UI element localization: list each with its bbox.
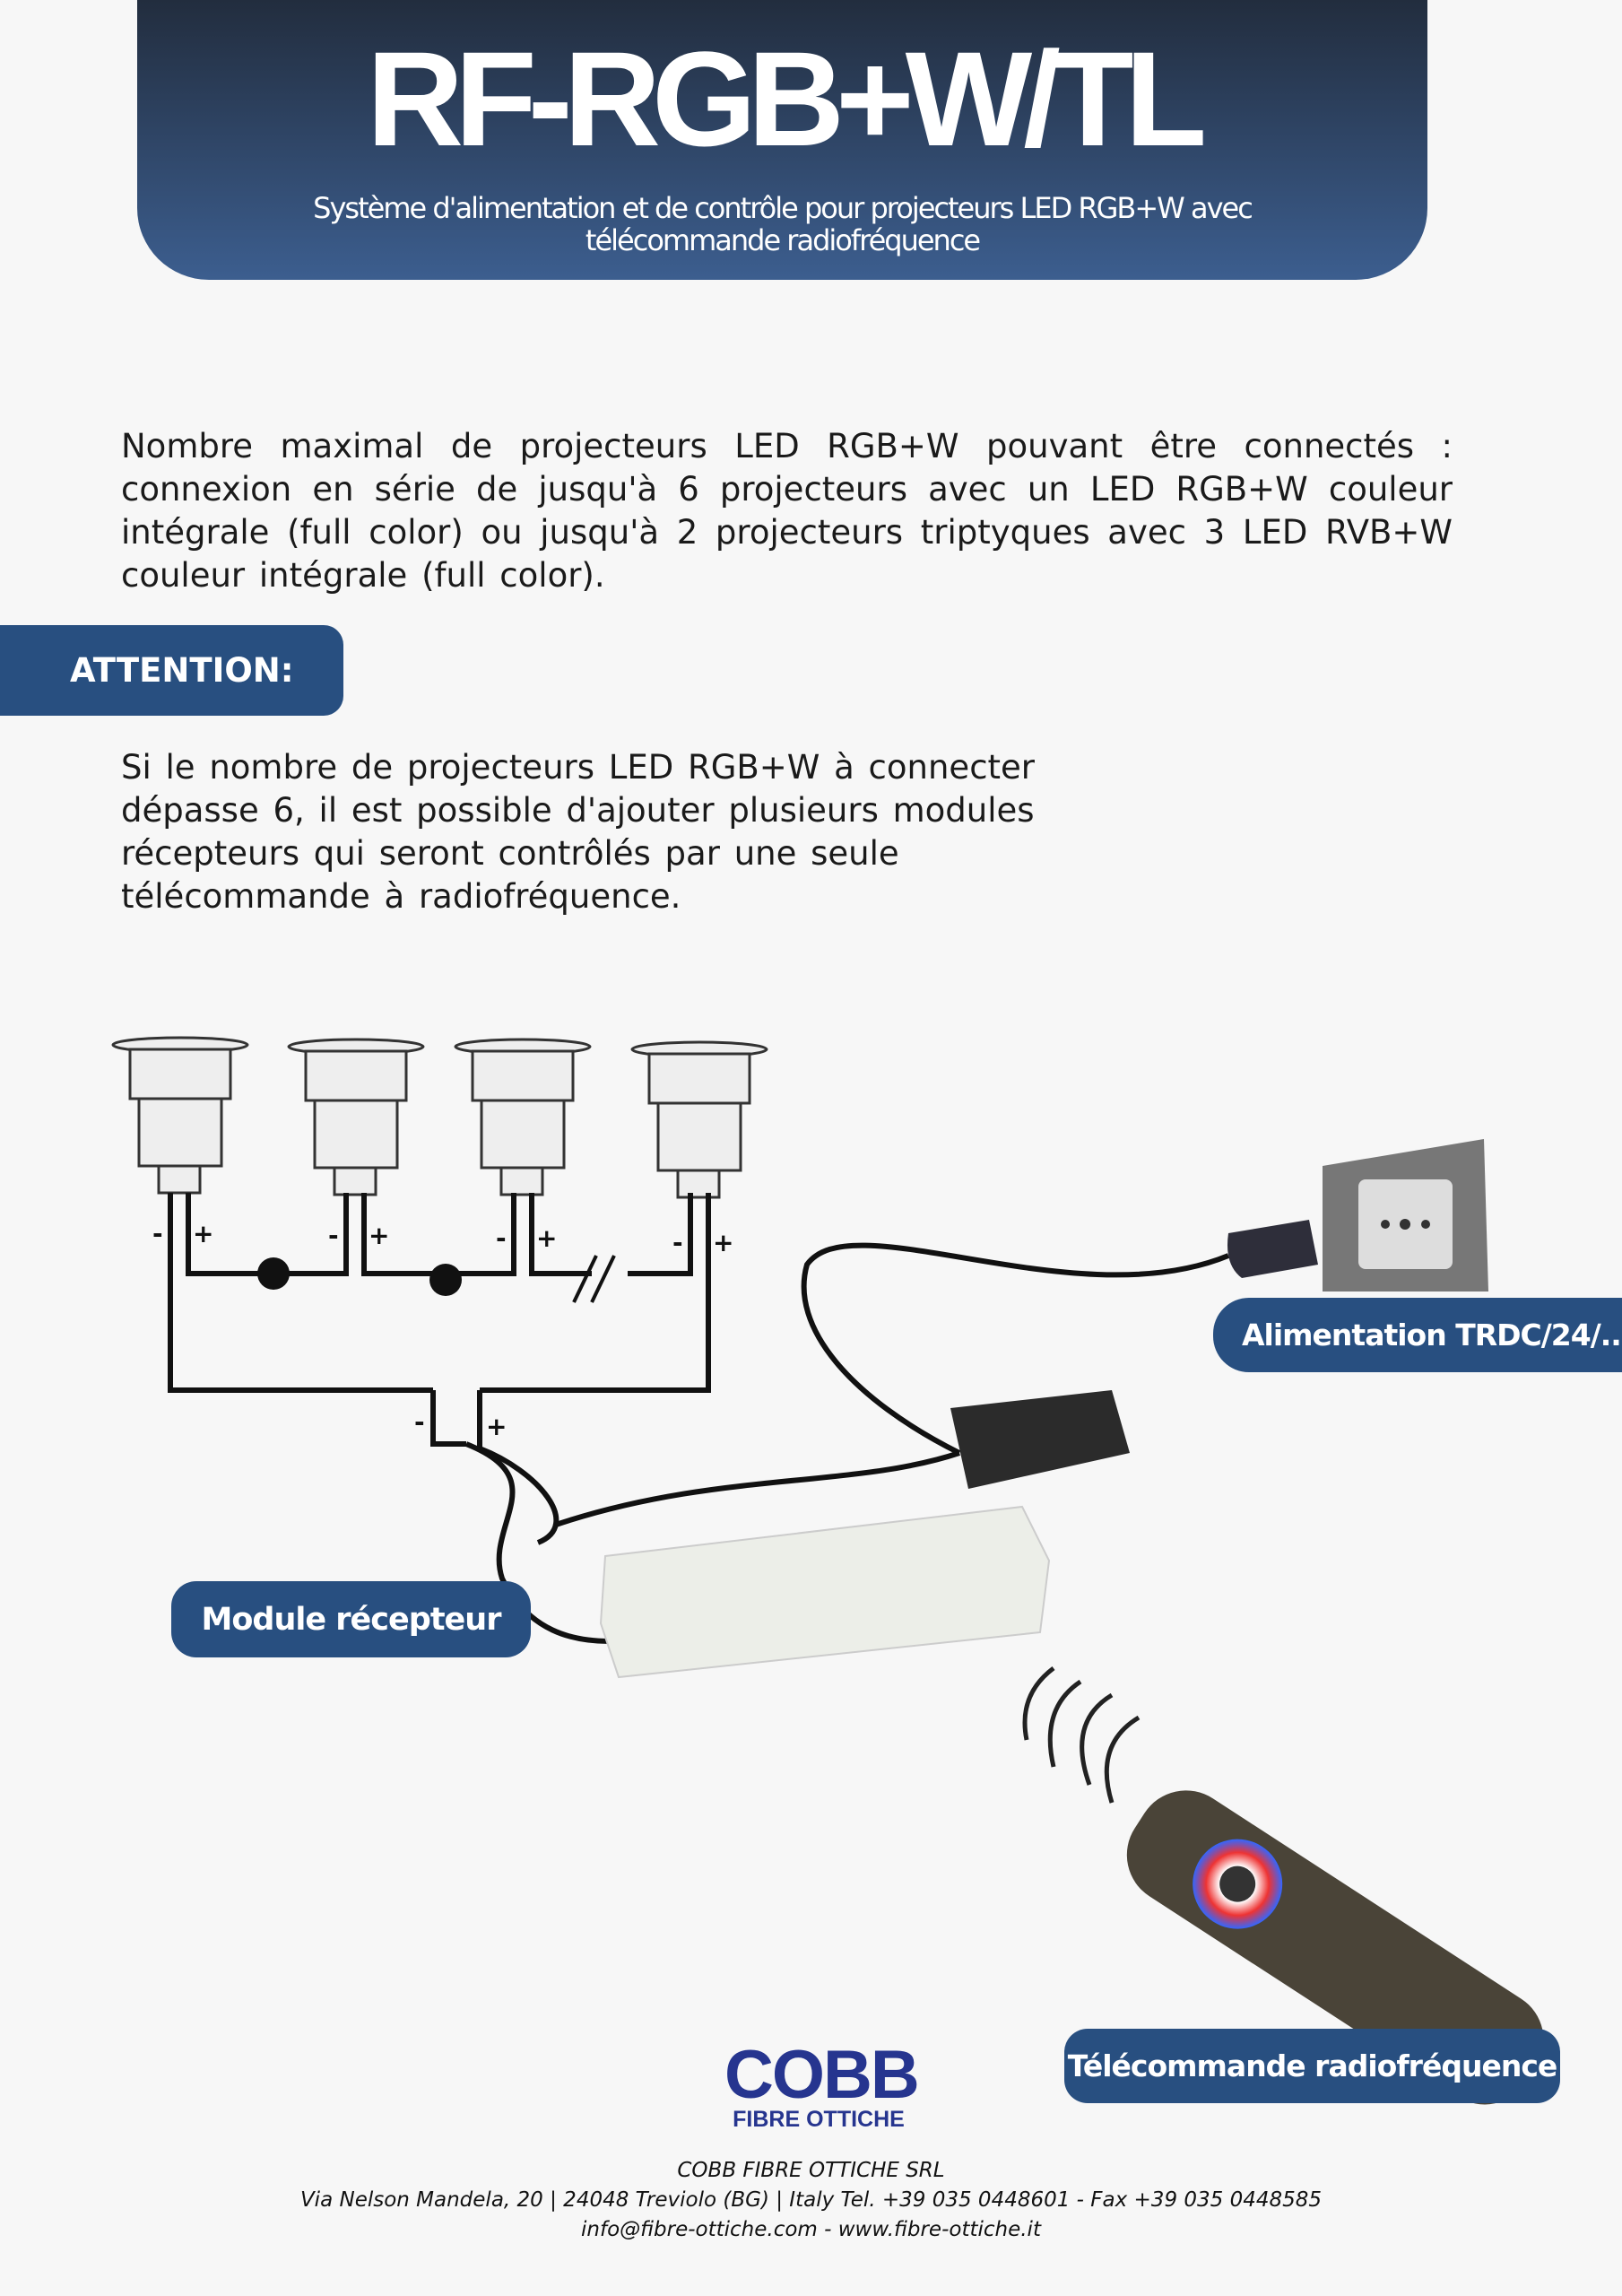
projector-2 (287, 1038, 425, 1196)
logo-name: COBB (724, 2037, 920, 2113)
attention-paragraph: Si le nombre de projecteurs LED RGB+W à … (121, 748, 1036, 916)
power-plug-image (1227, 1220, 1318, 1278)
minus-sign: - (414, 1407, 425, 1437)
remote-control-label: Télécommande radiofréquence (1064, 2029, 1560, 2103)
footer-company: COBB FIBRE OTTICHE SRL (677, 2159, 945, 2182)
signal-waves-icon (1022, 1666, 1141, 1804)
rf-receiver-image (950, 1390, 1130, 1489)
junction-dot (429, 1264, 462, 1296)
plus-sign: + (369, 1221, 389, 1250)
footer-address: Via Nelson Mandela, 20 | 24048 Treviolo … (299, 2188, 1323, 2212)
page-subtitle: Système d'alimentation et de contrôle po… (313, 191, 1253, 257)
power-supply-label: Alimentation TRDC/24/... (1213, 1298, 1622, 1372)
junction-dot (257, 1257, 290, 1290)
header-banner: RF-RGB+W/TL Système d'alimentation et de… (137, 0, 1427, 280)
attention-label: ATTENTION: (0, 625, 343, 716)
driver-module-image (599, 1505, 1051, 1679)
projector-1 (111, 1036, 249, 1195)
intro-paragraph: Nombre maximal de projecteurs LED RGB+W … (121, 427, 1453, 595)
minus-sign: - (496, 1223, 507, 1253)
page-title: RF-RGB+W/TL (366, 23, 1207, 174)
footer-contact: info@fibre-ottiche.com - www.fibre-ottic… (581, 2218, 1041, 2241)
wiring-diagram: -+ -+ -+ -+ -+ (111, 1036, 1544, 2105)
cobb-logo: COBB FIBRE OTTICHE (724, 2037, 920, 2132)
projector-4 (630, 1040, 768, 1199)
plus-sign: + (486, 1412, 507, 1441)
plus-sign: + (193, 1219, 213, 1248)
plus-sign: + (536, 1223, 557, 1253)
wall-socket-image (1323, 1139, 1488, 1292)
minus-sign: - (672, 1228, 683, 1257)
minus-sign: - (328, 1221, 339, 1250)
plus-sign: + (713, 1228, 733, 1257)
projector-3 (454, 1038, 592, 1196)
projectors (111, 1036, 768, 1199)
remote-control-image (1126, 1790, 1544, 2105)
footer: COBB FIBRE OTTICHE SRL Via Nelson Mandel… (0, 2156, 1622, 2245)
minus-sign: - (152, 1219, 163, 1248)
logo-subtitle: FIBRE OTTICHE (733, 2107, 905, 2132)
receiver-module-label: Module récepteur (171, 1581, 531, 1657)
